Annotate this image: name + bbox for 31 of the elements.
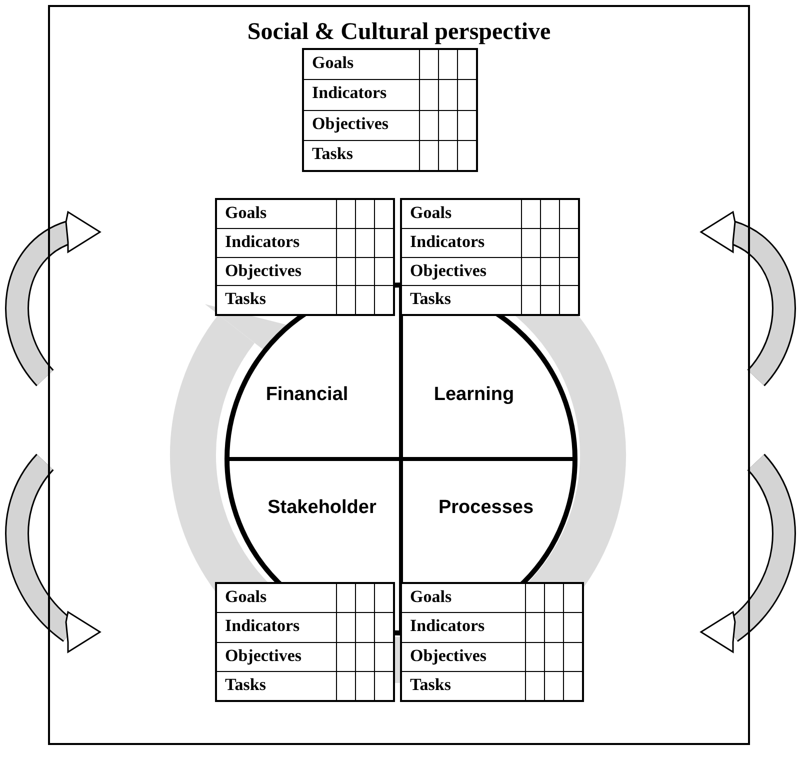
perspective-frame — [48, 5, 750, 745]
row-label: Objectives — [224, 260, 302, 282]
row-label: Tasks — [224, 288, 267, 310]
scorecard-table — [400, 582, 584, 702]
scorecard-table — [215, 582, 395, 702]
scorecard-table — [302, 48, 478, 172]
row-label: Indicators — [311, 82, 388, 104]
quadrant-label: Stakeholder — [268, 497, 376, 519]
row-label: Indicators — [409, 230, 486, 253]
quadrant-label: Financial — [266, 384, 348, 406]
row-label: Indicators — [409, 615, 486, 638]
row-label: Tasks — [409, 674, 452, 696]
row-label: Objectives — [224, 644, 302, 667]
scorecard-table — [215, 198, 395, 316]
row-label: Goals — [409, 586, 453, 608]
quadrant-label: Learning — [434, 384, 514, 406]
row-label: Goals — [224, 202, 268, 224]
scorecard-table — [400, 198, 580, 316]
row-label: Tasks — [311, 142, 354, 165]
quadrant-label: Processes — [438, 497, 534, 519]
frame-title: Social & Cultural perspective — [246, 19, 552, 46]
row-label: Indicators — [224, 230, 301, 253]
row-label: Goals — [224, 586, 268, 608]
row-label: Objectives — [311, 112, 390, 135]
row-label: Tasks — [224, 674, 267, 696]
row-label: Tasks — [409, 288, 452, 310]
row-label: Objectives — [409, 260, 488, 282]
row-label: Indicators — [224, 615, 301, 638]
row-label: Goals — [409, 202, 453, 224]
row-label: Goals — [311, 52, 355, 74]
row-label: Objectives — [409, 644, 488, 667]
